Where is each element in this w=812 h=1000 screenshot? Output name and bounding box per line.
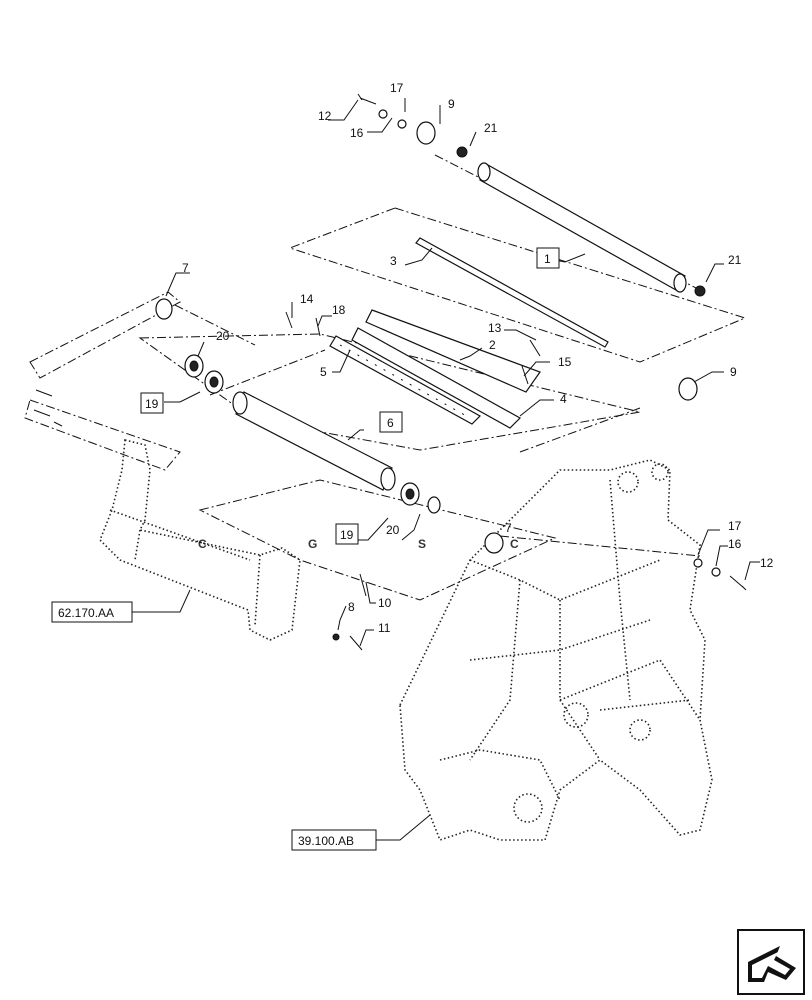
leader-lines [130, 98, 760, 841]
assembly-guide-lines [24, 154, 747, 601]
bearings [155, 109, 721, 577]
callout-13: 13 [488, 321, 502, 335]
callout-12-right: 12 [760, 556, 774, 570]
lower-roll [232, 391, 396, 491]
callout-labels: 1 2 3 4 5 6 7 7 8 9 9 10 11 12 12 13 14 … [58, 81, 774, 848]
callout-20-top: 20 [216, 329, 230, 343]
callout-14: 14 [300, 292, 314, 306]
callout-2: 2 [489, 338, 496, 352]
watermark-letter-s: S [418, 537, 426, 551]
boxed-callouts [51, 247, 560, 851]
frame-outline [99, 438, 301, 641]
callout-1: 1 [544, 252, 551, 266]
callout-17-right: 17 [728, 519, 742, 533]
watermark-letter-g: G [308, 537, 317, 551]
callout-18: 18 [332, 303, 346, 317]
callout-6: 6 [387, 416, 394, 430]
reference-chassis-label: 39.100.AB [298, 834, 354, 848]
reference-frame-label: 62.170.AA [58, 606, 114, 620]
upper-roll [456, 146, 706, 297]
callout-19-lower: 19 [340, 528, 354, 542]
callout-17-top: 17 [390, 81, 404, 95]
callout-21-right: 21 [728, 253, 742, 267]
bolts [33, 93, 747, 651]
callout-3: 3 [390, 254, 397, 268]
watermark-letter-c2: C [510, 537, 519, 551]
callout-15: 15 [558, 355, 572, 369]
callout-20-lower: 20 [386, 523, 400, 537]
callout-16-right: 16 [728, 537, 742, 551]
next-page-arrow-icon[interactable] [737, 929, 805, 995]
watermark: C G S C [198, 537, 519, 551]
scraper-plates [329, 309, 541, 429]
callout-9-top: 9 [448, 97, 455, 111]
callout-11: 11 [378, 621, 391, 635]
callout-12-top: 12 [318, 109, 332, 123]
watermark-letter-c1: C [198, 537, 207, 551]
callout-4: 4 [560, 392, 567, 406]
callout-7-top: 7 [182, 261, 189, 275]
callout-7-lower: 7 [505, 521, 512, 535]
callout-16-top: 16 [350, 126, 364, 140]
callout-9-right: 9 [730, 365, 737, 379]
callout-21-top: 21 [484, 121, 498, 135]
chassis-outline [399, 459, 713, 841]
callout-10: 10 [378, 596, 392, 610]
scraper-rod [415, 237, 609, 348]
callout-8: 8 [348, 600, 355, 614]
callout-19-left: 19 [145, 397, 159, 411]
callout-5: 5 [320, 365, 327, 379]
